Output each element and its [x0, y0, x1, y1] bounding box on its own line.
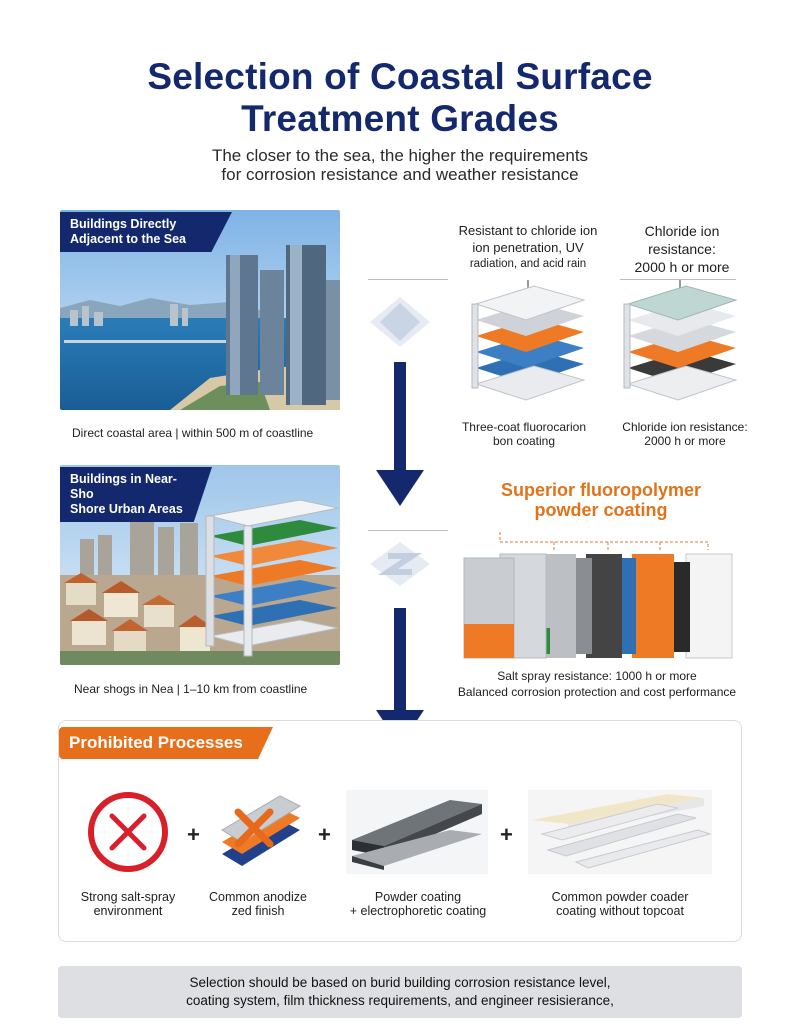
- footer-line-2: coating system, film thickness requireme…: [186, 993, 614, 1008]
- urban-buildings-tag: Buildings in Near-Sho Shore Urban Areas: [60, 467, 212, 522]
- urban-area-caption: Near shogs in Nea | 1–10 km from coastli…: [74, 682, 308, 696]
- chloride-layer-illustration: [618, 280, 748, 412]
- powder-electrophoretic-profile-illustration: [346, 790, 488, 874]
- spec-a-line-3: radiation, and acid rain: [469, 258, 587, 270]
- coating-title-line-2: powder coating: [534, 500, 668, 520]
- prohibited-item-1-caption: Strong salt-spray environment: [66, 890, 190, 918]
- diamond-icon-2: [368, 540, 432, 588]
- coastal-tag-line-1: Buildings Directly: [70, 217, 177, 231]
- plus-icon-3: +: [500, 822, 513, 847]
- three-coat-layer-illustration: [466, 280, 596, 412]
- prohibited-item-4-caption: Common powder coader coating without top…: [528, 890, 712, 918]
- prohibited-item-4-line-1: Common powder coader: [551, 890, 689, 904]
- spec-chloride-uv: Resistant to chloride ion ion penetratio…: [430, 222, 626, 273]
- coastal-buildings-tag: Buildings Directly Adjacent to the Sea: [60, 212, 232, 252]
- product-a-line-1: Three-coat fluorocarion: [461, 420, 587, 434]
- product-b-line-1: Chloride ion resistance:: [622, 420, 748, 434]
- salt-spray-line-1: Salt spray resistance: 1000 h or more: [497, 669, 697, 683]
- urban-layer-illustration: [200, 488, 340, 664]
- fluoropolymer-title: Superior fluoropolymer powder coating: [456, 480, 746, 520]
- powder-coating-profiles-illustration: [460, 528, 740, 668]
- subtitle-line-2: for corrosion resistance and weather res…: [221, 165, 579, 184]
- urban-tag-line-2: Shore Urban Areas: [70, 502, 183, 516]
- title-line-2: Treatment Grades: [241, 98, 559, 139]
- coastal-tag-line-2: Adjacent to the Sea: [70, 232, 186, 246]
- section2-divider: [368, 530, 448, 531]
- three-coat-caption: Three-coat fluorocarion bon coating: [446, 420, 602, 448]
- urban-tag-line-1: Buildings in Near-Sho: [70, 472, 177, 501]
- spec-b-line-2: resistance:: [648, 241, 716, 257]
- spec-b-line-1: Chloride ion: [644, 223, 720, 239]
- coating-title-line-1: Superior fluoropolymer: [500, 480, 702, 500]
- diamond-icon-1: [368, 295, 432, 349]
- product-a-line-2: bon coating: [492, 434, 556, 448]
- section1-divider: [368, 279, 448, 280]
- prohibited-item-2-line-1: Common anodize: [209, 890, 307, 904]
- prohibited-item-1-line-1: Strong salt-spray: [80, 890, 176, 904]
- salt-spray-caption: Salt spray resistance: 1000 h or more Ba…: [440, 668, 754, 700]
- spec-b-line-3: 2000 h or more: [634, 259, 730, 275]
- prohibited-item-3-line-2: + electrophoretic coating: [349, 904, 487, 918]
- powder-no-topcoat-profile-illustration: [528, 790, 712, 874]
- page-title: Selection of Coastal Surface Treatment G…: [0, 56, 800, 140]
- subtitle-line-1: The closer to the sea, the higher the re…: [211, 146, 589, 165]
- prohibited-item-3-caption: Powder coating + electrophoretic coating: [330, 890, 506, 918]
- selection-guidance-note: Selection should be based on burid build…: [58, 966, 742, 1018]
- prohibited-item-2-line-2: zed finish: [231, 904, 285, 918]
- spec-a-line-2: ion penetration, UV: [472, 240, 584, 255]
- prohibited-item-4-line-2: coating without topcoat: [556, 904, 684, 918]
- prohibited-processes-title: Prohibited Processes: [59, 727, 273, 759]
- spec-a-line-1: Resistant to chloride ion: [458, 223, 598, 238]
- prohibited-item-3-line-1: Powder coating: [374, 890, 462, 904]
- salt-spray-line-2: Balanced corrosion protection and cost p…: [457, 685, 737, 699]
- anodized-profile-illustration: [220, 792, 302, 872]
- footer-line-1: Selection should be based on burid build…: [189, 975, 611, 990]
- coastal-area-caption: Direct coastal area | within 500 m of co…: [72, 426, 314, 440]
- prohibit-icon: [86, 790, 170, 874]
- page-subtitle: The closer to the sea, the higher the re…: [0, 146, 800, 184]
- section1-divider-right: [620, 279, 736, 280]
- down-arrow-icon-1: [376, 362, 424, 508]
- product-b-line-2: 2000 h or more: [644, 434, 726, 448]
- plus-icon-2: +: [318, 822, 331, 847]
- plus-icon-1: +: [187, 822, 200, 847]
- prohibited-item-1-line-2: environment: [93, 904, 163, 918]
- title-line-1: Selection of Coastal Surface: [147, 56, 653, 97]
- prohibited-item-2-caption: Common anodize zed finish: [196, 890, 320, 918]
- spec-chloride-resistance: Chloride ion resistance: 2000 h or more: [612, 222, 752, 276]
- chloride-caption: Chloride ion resistance: 2000 h or more: [610, 420, 760, 448]
